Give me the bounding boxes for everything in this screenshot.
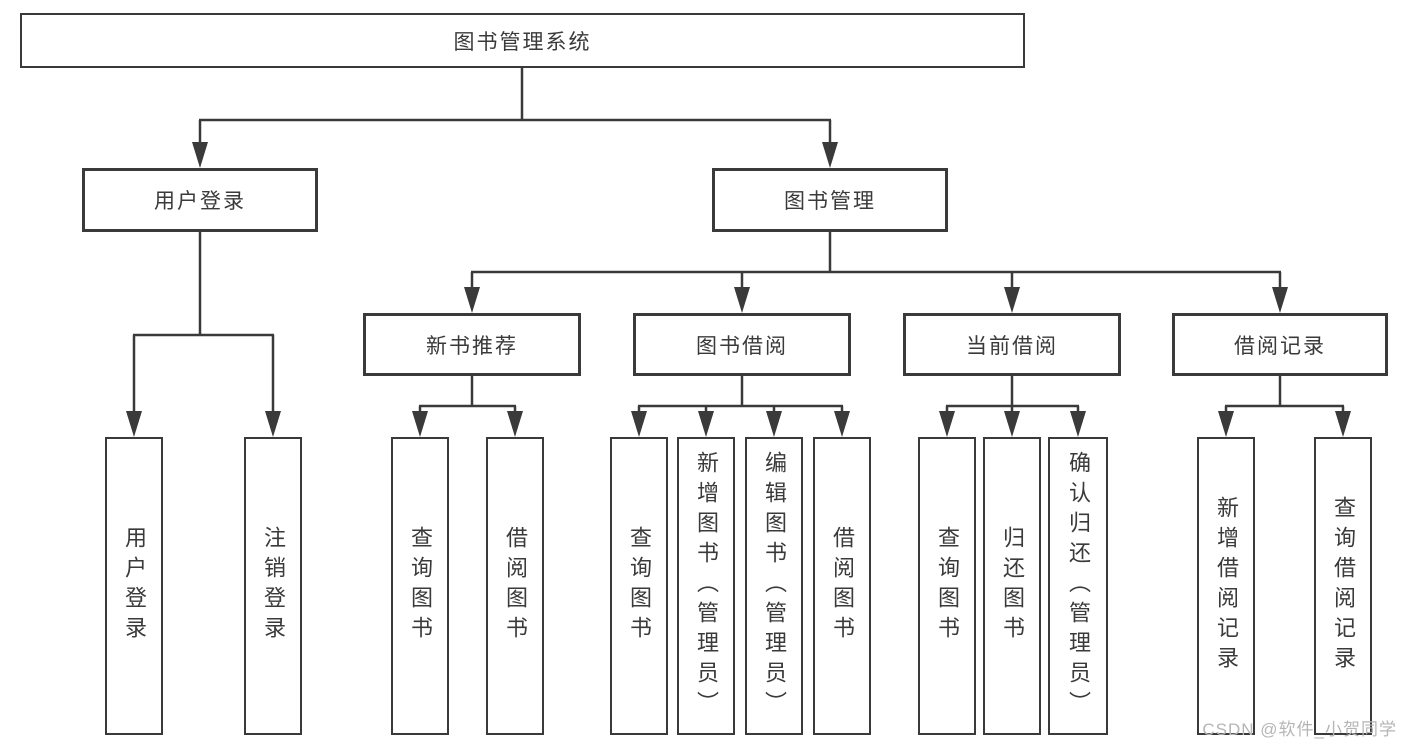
arrow-to-leaf-user-login: [126, 411, 142, 437]
arrow-to-leaf-add-record: [1218, 411, 1234, 437]
node-book-management-label: 图书管理: [784, 190, 876, 213]
arrow-to-leaf-query-books-1: [412, 411, 428, 437]
leaf-edit-book-admin-label: 编辑图书（管理员）: [762, 451, 787, 721]
leaf-user-login: 用户登录: [105, 437, 163, 735]
leaf-query-books-2: 查询图书: [610, 437, 668, 735]
leaf-add-borrow-record-label: 新增借阅记录: [1214, 496, 1239, 676]
leaf-logout-label: 注销登录: [261, 526, 286, 646]
arrow-to-leaf-logout: [265, 411, 281, 437]
arrow-to-book-borrow: [734, 287, 750, 313]
arrowheads: [126, 142, 1351, 437]
node-current-borrowing: 当前借阅: [903, 313, 1121, 376]
arrow-to-leaf-borrow-books-2: [834, 411, 850, 437]
leaf-query-books-3-label: 查询图书: [935, 526, 960, 646]
leaf-query-books-1-label: 查询图书: [408, 526, 433, 646]
arrow-to-leaf-return-book: [1004, 411, 1020, 437]
leaf-query-books-3: 查询图书: [918, 437, 976, 735]
arrow-to-book-mgmt: [822, 142, 838, 168]
leaf-return-book-label: 归还图书: [1000, 526, 1025, 646]
leaf-edit-book-admin: 编辑图书（管理员）: [745, 437, 803, 735]
leaf-add-book-admin: 新增图书（管理员）: [677, 437, 735, 735]
leaf-add-borrow-record: 新增借阅记录: [1197, 437, 1255, 735]
node-root-system: 图书管理系统: [20, 13, 1025, 68]
arrow-to-leaf-query-books-3: [939, 411, 955, 437]
arrow-to-current-borrow: [1004, 287, 1020, 313]
node-book-borrowing-label: 图书借阅: [696, 334, 788, 358]
leaf-borrow-books-1: 借阅图书: [486, 437, 544, 735]
arrow-to-leaf-borrow-books-1: [507, 411, 523, 437]
leaf-user-login-label: 用户登录: [122, 526, 147, 646]
arrow-to-leaf-query-books-2: [631, 411, 647, 437]
leaf-logout: 注销登录: [244, 437, 302, 735]
leaf-query-borrow-record-label: 查询借阅记录: [1331, 496, 1356, 676]
leaf-borrow-books-2: 借阅图书: [813, 437, 871, 735]
node-borrowing-records: 借阅记录: [1172, 313, 1388, 376]
csdn-watermark: CSDN @软件_小贺同学: [1202, 720, 1397, 739]
arrow-to-user-login: [192, 142, 208, 168]
leaf-query-borrow-record: 查询借阅记录: [1314, 437, 1372, 735]
leaf-confirm-return-admin-label: 确认归还（管理员）: [1066, 451, 1091, 721]
arrow-to-borrow-records: [1272, 287, 1288, 313]
arrow-to-leaf-confirm-return: [1070, 411, 1086, 437]
leaf-confirm-return-admin: 确认归还（管理员）: [1048, 437, 1108, 735]
leaf-borrow-books-1-label: 借阅图书: [503, 526, 528, 646]
node-root-label: 图书管理系统: [453, 30, 592, 54]
leaf-add-book-admin-label: 新增图书（管理员）: [694, 451, 719, 721]
node-book-borrowing: 图书借阅: [633, 313, 851, 376]
node-new-book-recommend: 新书推荐: [363, 313, 581, 376]
node-new-book-recommend-label: 新书推荐: [426, 334, 518, 358]
connector-path: [132, 68, 1345, 414]
leaf-query-books-1: 查询图书: [391, 437, 449, 735]
node-book-management: 图书管理: [712, 168, 948, 232]
arrow-to-leaf-query-record: [1335, 411, 1351, 437]
leaf-query-books-2-label: 查询图书: [627, 526, 652, 646]
arrow-to-leaf-edit-book: [766, 411, 782, 437]
node-user-login: 用户登录: [82, 168, 318, 232]
node-current-borrowing-label: 当前借阅: [966, 334, 1058, 358]
node-borrowing-records-label: 借阅记录: [1234, 334, 1326, 358]
leaf-borrow-books-2-label: 借阅图书: [830, 526, 855, 646]
arrow-to-leaf-add-book: [698, 411, 714, 437]
arrow-to-new-book-rec: [464, 287, 480, 313]
node-user-login-label: 用户登录: [154, 190, 246, 213]
leaf-return-book: 归还图书: [983, 437, 1041, 735]
